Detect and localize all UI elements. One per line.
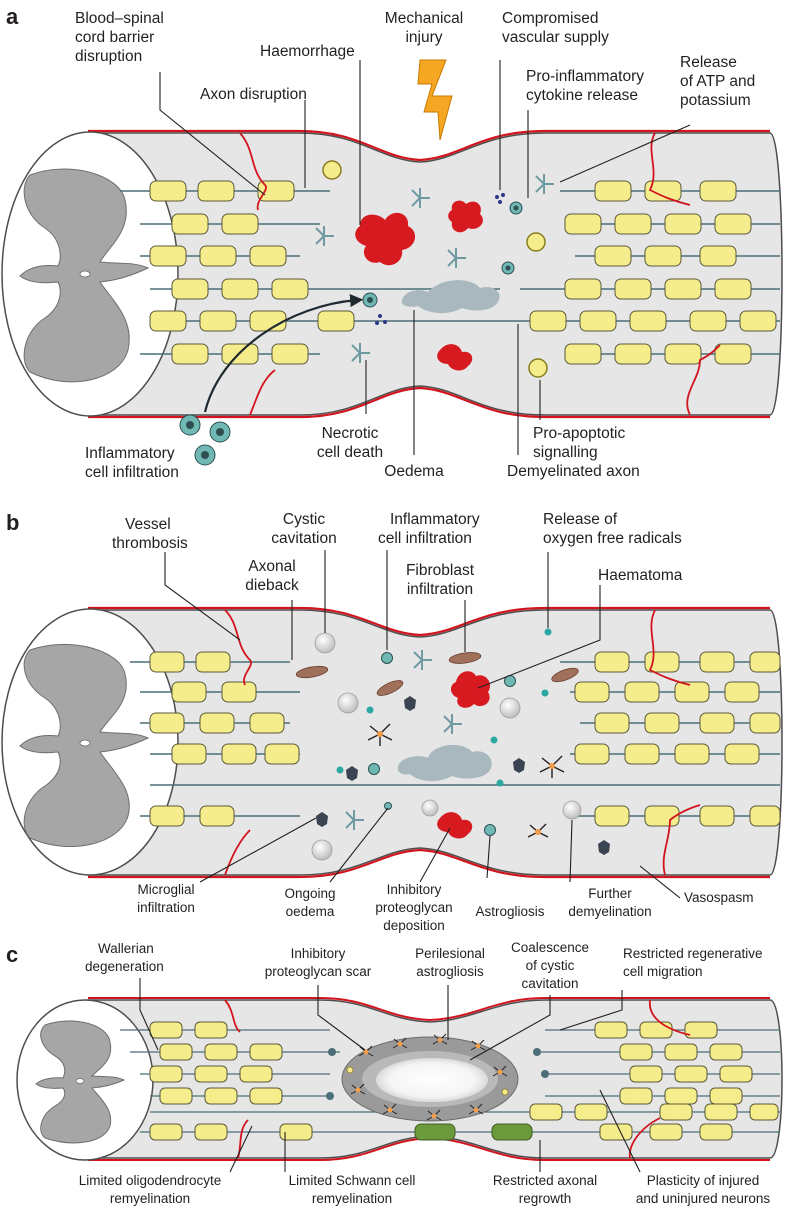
haematoma-blot xyxy=(451,671,491,708)
label-a-demy: Demyelinated axon xyxy=(507,463,640,480)
leader-lines-b xyxy=(164,550,681,899)
infiltration-arrow xyxy=(203,294,364,413)
label-a-axdis: Axon disruption xyxy=(200,86,307,103)
astrocytes-b xyxy=(367,723,565,838)
astrocyte-bodies-b xyxy=(377,731,555,835)
label-b-astro: Astrogliosis xyxy=(475,904,544,919)
fibroblasts-b xyxy=(295,652,579,696)
panel-c: c xyxy=(6,940,783,1206)
label-a-haem: Haemorrhage xyxy=(260,43,355,60)
inflammatory-cells-b xyxy=(368,652,516,836)
cord-body-b xyxy=(87,606,783,879)
myelin-sheaths-a xyxy=(149,180,777,365)
cytokine-dots-a xyxy=(375,193,505,325)
retraction-bulbs-c xyxy=(326,1048,549,1100)
panel-letter-a: a xyxy=(6,4,19,29)
lesion-scar xyxy=(341,1036,519,1122)
vessels-b xyxy=(224,609,701,876)
panel-letter-b: b xyxy=(6,510,19,535)
cavities-b xyxy=(311,632,582,861)
label-a-oed: Oedema xyxy=(384,463,444,480)
leader-lines-c xyxy=(139,978,641,1173)
schwann-remyelination-c xyxy=(414,1123,533,1141)
astrocyte-bodies-c xyxy=(355,1037,503,1119)
cross-section-c xyxy=(16,999,154,1161)
oxygen-radicals-b xyxy=(336,628,552,787)
oedema-b xyxy=(397,744,492,782)
cross-section-a xyxy=(1,131,179,417)
cross-section-b xyxy=(1,608,179,876)
scar-dots-c xyxy=(346,1066,509,1096)
label-b-haematoma: Haematoma xyxy=(598,567,683,584)
vessels-a xyxy=(239,132,721,416)
oedema-a xyxy=(401,280,500,314)
myelin-sheaths-c xyxy=(149,1021,779,1141)
cord-body-a xyxy=(87,129,783,419)
haemorrhage-blots-a xyxy=(355,200,483,371)
inflammatory-cells-a xyxy=(179,201,523,466)
necrotic-cells-a xyxy=(315,174,554,363)
apoptotic-cells-a xyxy=(322,160,548,378)
leader-lines-a xyxy=(159,60,691,455)
lightning-bolt-icon xyxy=(417,59,453,141)
label-b-vaso: Vasospasm xyxy=(684,890,754,905)
microglia-b xyxy=(316,696,610,855)
necrotic-cells-b xyxy=(345,650,462,830)
panel-b: b xyxy=(1,510,783,933)
haemorrhage-blot-b xyxy=(437,812,473,839)
panel-a: a xyxy=(1,4,783,481)
perilesional-astrocytes-c xyxy=(350,1033,508,1121)
panel-letter-c: c xyxy=(6,942,18,967)
